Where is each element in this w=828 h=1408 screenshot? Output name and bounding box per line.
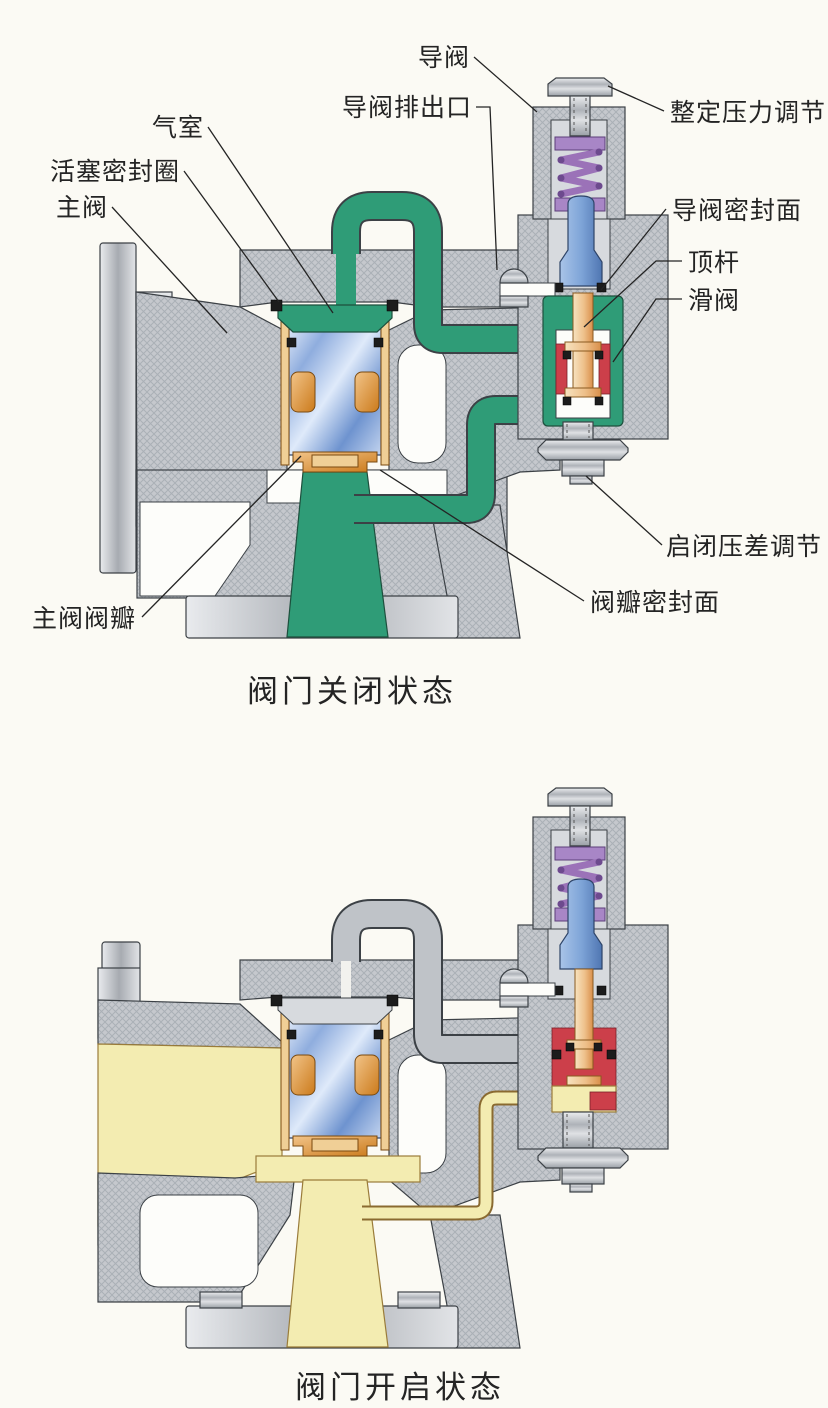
- piston-guide-pad-left: [290, 371, 316, 413]
- discharge-tube-closed: [354, 395, 548, 524]
- closed-state-diagram: 导阀 导阀排出口 整定压力调节 气室 活塞密封圈 主阀 导阀密封面 顶杆 滑阀 …: [32, 44, 826, 709]
- adjusting-bolt-head-open: [547, 787, 613, 807]
- labels-closed: 导阀 导阀排出口 整定压力调节 气室 活塞密封圈 主阀 导阀密封面 顶杆 滑阀 …: [32, 44, 826, 633]
- label-set-pressure-adjust: 整定压力调节: [670, 99, 826, 127]
- label-open-close-pressure-diff-adjust: 启闭压差调节: [666, 533, 822, 561]
- lower-cavity-open: [139, 1194, 259, 1288]
- main-valve-body-open: [97, 941, 601, 1349]
- lock-nut: [537, 439, 629, 461]
- discharge-tube-open: [362, 1090, 556, 1221]
- label-air-chamber: 气室: [152, 114, 204, 142]
- label-disc-seal-face: 阀瓣密封面: [590, 589, 720, 617]
- piston-seal-ring-left: [270, 299, 283, 312]
- piston-sleeve-left: [280, 304, 290, 466]
- pressure-diff-adjuster-closed: [537, 421, 629, 485]
- sensing-tube-closed: [331, 191, 548, 354]
- label-pilot-discharge-port: 导阀排出口: [342, 94, 472, 122]
- pilot-valve-closed: [499, 77, 669, 485]
- piston-sleeve-right: [380, 304, 390, 466]
- piston-guide-pad-right: [354, 371, 380, 413]
- outlet-flange-plate: [99, 242, 137, 574]
- pilot-poppet: [559, 195, 603, 287]
- piston-seal-ring-right: [386, 299, 399, 312]
- disc-seal-face: [311, 454, 359, 468]
- main-piston-open: [270, 994, 399, 1157]
- body-upper-wall-open: [97, 999, 283, 1049]
- slide-valve-closed: [542, 292, 624, 427]
- pilot-valve-open: [499, 787, 669, 1193]
- outlet-flange-lip-top: [101, 941, 141, 971]
- outlet-cavity-left: [139, 501, 251, 597]
- caption-closed-state: 阀门关闭状态: [247, 674, 457, 709]
- label-pilot-seal-face: 导阀密封面: [672, 197, 802, 225]
- adjusting-bolt-shaft: [569, 95, 591, 137]
- pilot-discharge-port-open: [499, 968, 556, 1008]
- label-main-valve: 主阀: [56, 194, 108, 222]
- vented-bore-open: [341, 961, 351, 999]
- pilot-poppet-lifted-open: [559, 878, 603, 970]
- caption-open-state: 阀门开启状态: [295, 1370, 505, 1405]
- label-pilot-valve: 导阀: [418, 44, 470, 72]
- pilot-seal-face-right: [596, 282, 607, 293]
- slide-valve-open: [551, 968, 617, 1113]
- air-chamber-vented-open: [277, 997, 393, 1025]
- main-piston-closed: [270, 299, 399, 473]
- body-cavity-right: [397, 344, 447, 464]
- push-rod-open: [574, 968, 594, 1070]
- open-state-diagram: 阀门开启状态: [97, 787, 669, 1405]
- leader-lines-closed: [111, 56, 682, 618]
- air-chamber-media-closed: [277, 304, 393, 333]
- adjusting-bolt-head: [547, 77, 613, 97]
- label-piston-seal-ring: 活塞密封圈: [50, 158, 180, 186]
- flow-under-disc-open: [255, 1155, 421, 1183]
- sensing-tube-open: [331, 899, 548, 1064]
- pilot-discharge-port-closed: [499, 268, 556, 308]
- label-push-rod: 顶杆: [688, 249, 740, 277]
- pressure-diff-adjuster-open: [537, 1111, 629, 1193]
- inlet-channel-media-open: [286, 1179, 389, 1348]
- label-main-valve-disc: 主阀阀瓣: [32, 605, 136, 633]
- label-slide-valve: 滑阀: [688, 287, 740, 315]
- body-cavity-right-open: [397, 1054, 447, 1174]
